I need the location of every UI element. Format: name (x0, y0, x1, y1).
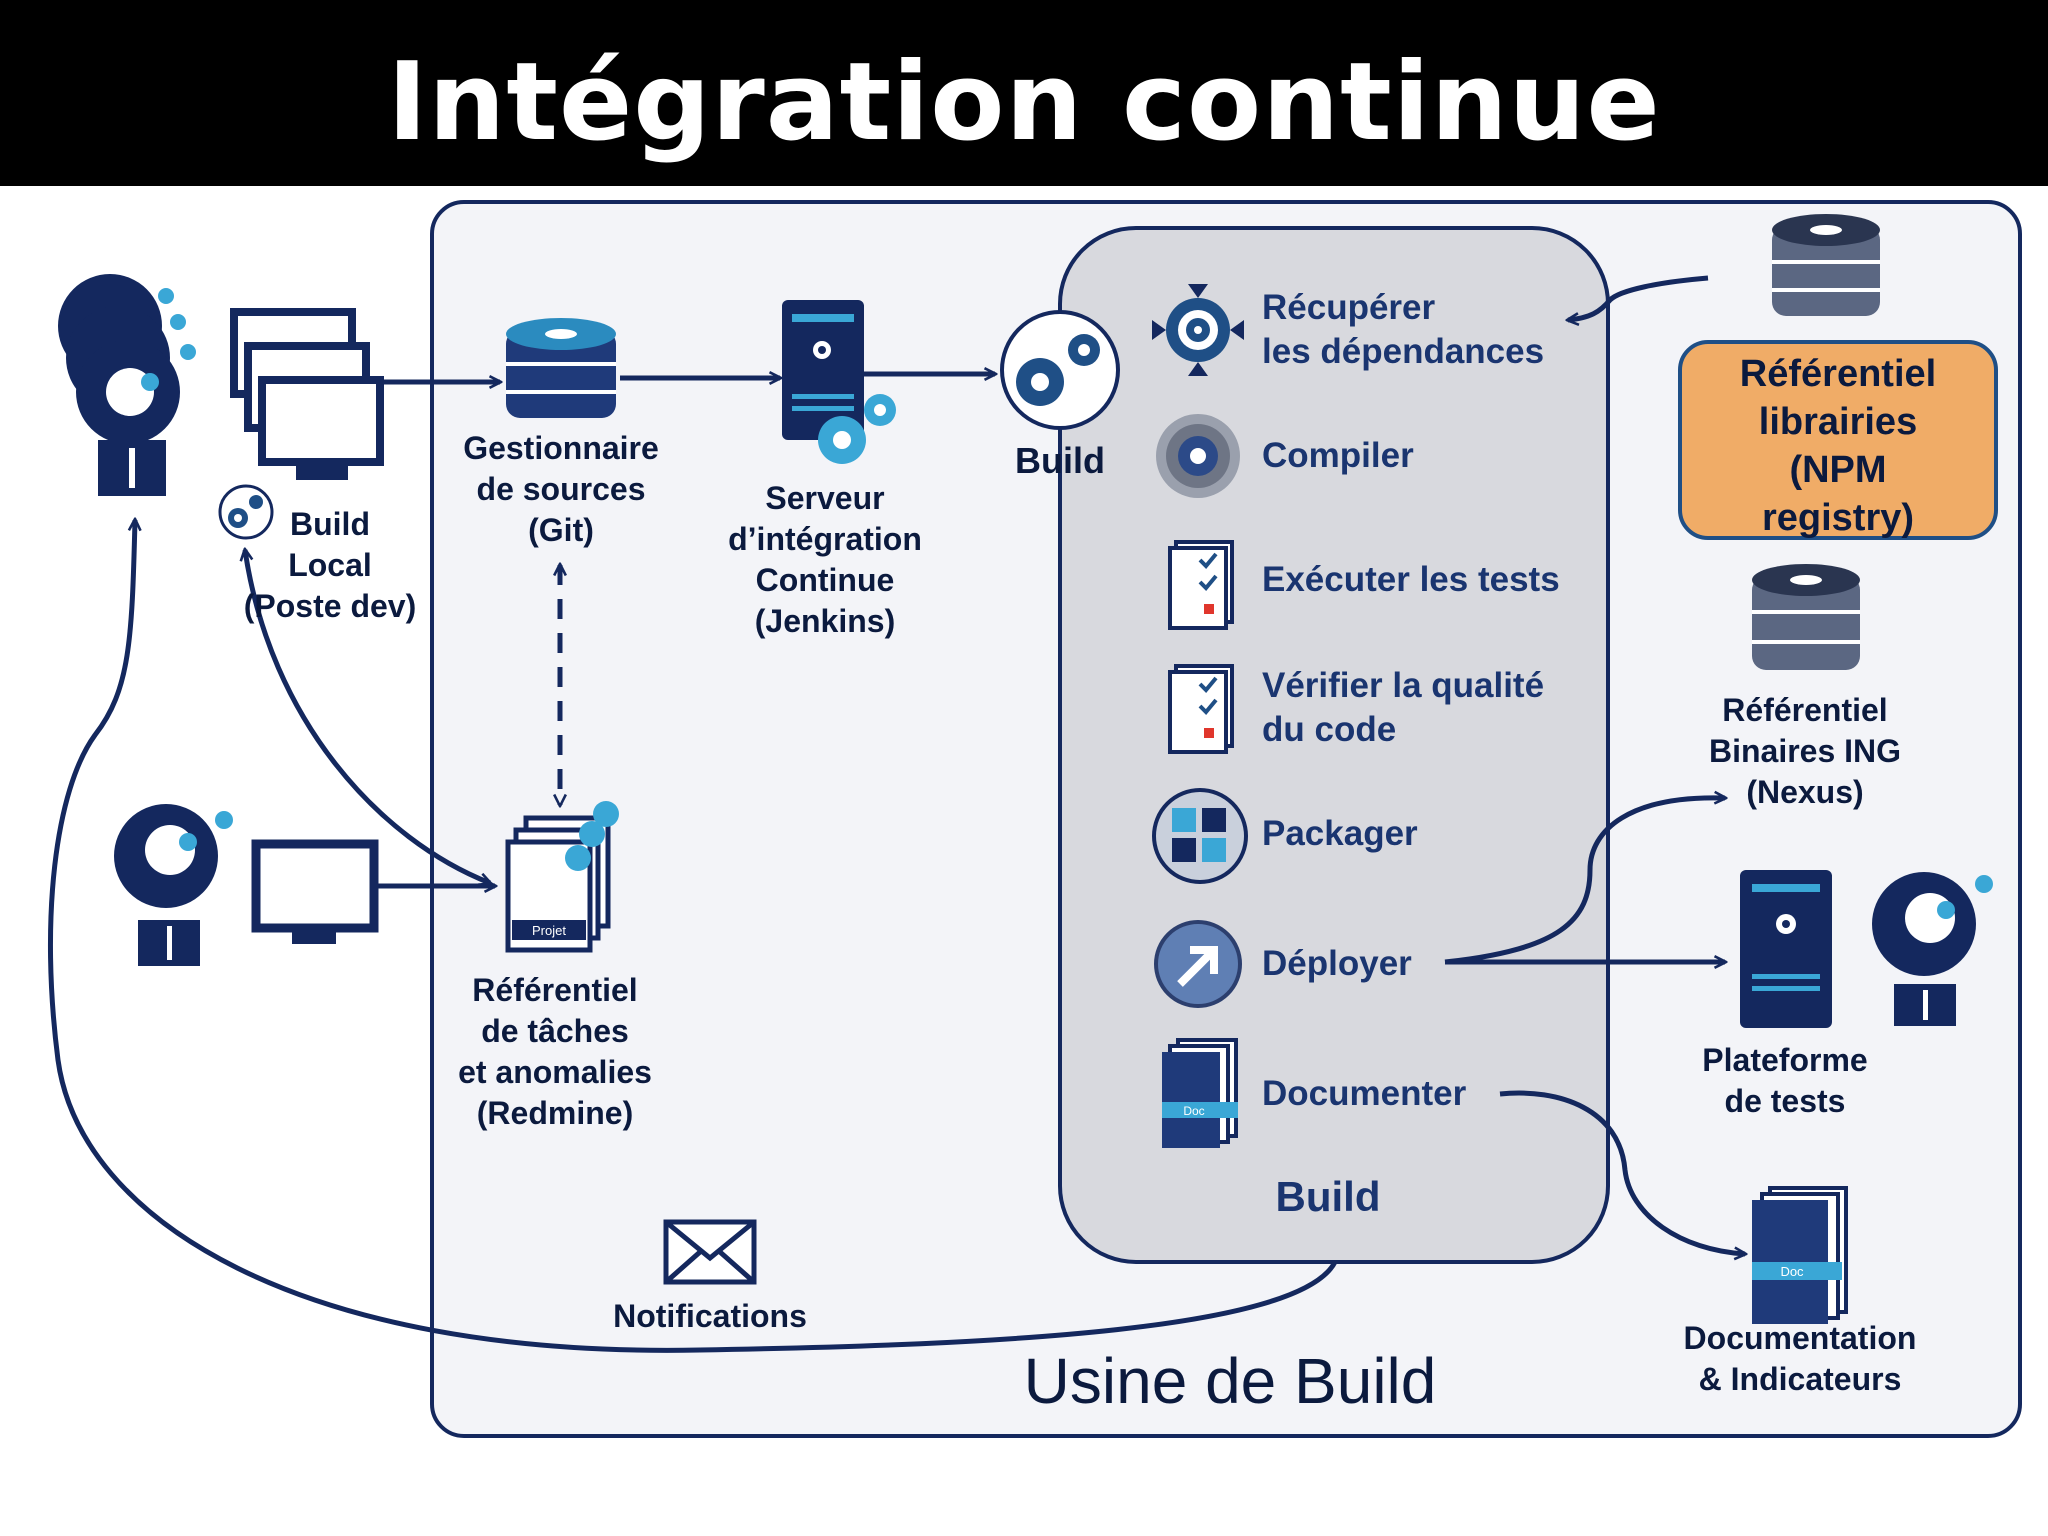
plateforme-label: Plateforme de tests (1702, 1042, 1868, 1119)
arrow-npm-to-deps (1568, 275, 1709, 320)
referentiel-taches-label: Référentiel de tâches et anomalies (Redm… (458, 972, 652, 1131)
server-icon-jenkins (782, 300, 896, 464)
gestionnaire-label: Gestionnaire de sources (Git) (463, 430, 659, 548)
page-title: Intégration continue (387, 40, 1661, 165)
task-docs-icon: Projet (505, 801, 619, 953)
gear-icon (1156, 414, 1240, 498)
step-deployer: Déployer (1262, 944, 1412, 983)
serveur-label: Serveur d’intégration Continue (Jenkins) (728, 480, 922, 639)
step-verifier: Vérifier la qualité du code (1262, 666, 1545, 749)
documentation-label: Documentation & Indicateurs (1683, 1320, 1917, 1397)
server-icon-plateforme (1740, 870, 1832, 1028)
checklist-icon (1168, 664, 1234, 754)
database-icon-npm (1772, 214, 1880, 316)
notification-feedback-arrow (47, 520, 1338, 1353)
stacked-monitors-icon (230, 308, 384, 480)
connectors (47, 275, 1745, 1353)
step-compiler: Compiler (1262, 436, 1414, 475)
title-bar (0, 0, 2048, 186)
step-packager: Packager (1262, 814, 1418, 853)
step-executer: Exécuter les tests (1262, 560, 1560, 599)
nexus-label: Référentiel Binaires ING (Nexus) (1708, 692, 1902, 810)
usine-label: Usine de Build (1023, 1345, 1437, 1417)
notifications-label: Notifications (613, 1298, 807, 1334)
package-icon (1152, 788, 1248, 884)
tester-icon (1872, 872, 1993, 1026)
doc-tag: Doc (1183, 1104, 1204, 1118)
arrow-to-docs (1499, 1090, 1745, 1254)
mail-icon (663, 1219, 757, 1285)
deploy-arrow-icon (1154, 920, 1242, 1008)
developer-icon (114, 804, 379, 966)
gears-icon (218, 484, 274, 540)
build-panel-label: Build (1275, 1173, 1381, 1220)
build-node-label: Build (1015, 440, 1105, 481)
database-icon-git (506, 318, 616, 418)
build-local-label: Build Local (Poste dev) (243, 506, 417, 624)
doc-tag-right: Doc (1780, 1264, 1804, 1279)
step-recuperer: Récupérer les dépendances (1262, 288, 1545, 371)
dev-team-icon (58, 274, 196, 496)
npm-registry-box: Référentiel librairies (NPM registry) (1678, 340, 1998, 540)
doc-stack-icon-right: Doc (1752, 1186, 1848, 1324)
arrow-local-redmine (245, 550, 490, 883)
projet-tag: Projet (532, 923, 566, 938)
arrow-to-nexus (1444, 798, 1725, 965)
database-icon-nexus (1752, 564, 1860, 670)
target-gear-icon (1152, 284, 1244, 376)
step-documenter: Documenter (1262, 1074, 1467, 1113)
doc-stack-icon: Doc (1162, 1038, 1238, 1148)
build-gears-icon (1000, 310, 1120, 430)
checklist-icon (1168, 540, 1234, 630)
